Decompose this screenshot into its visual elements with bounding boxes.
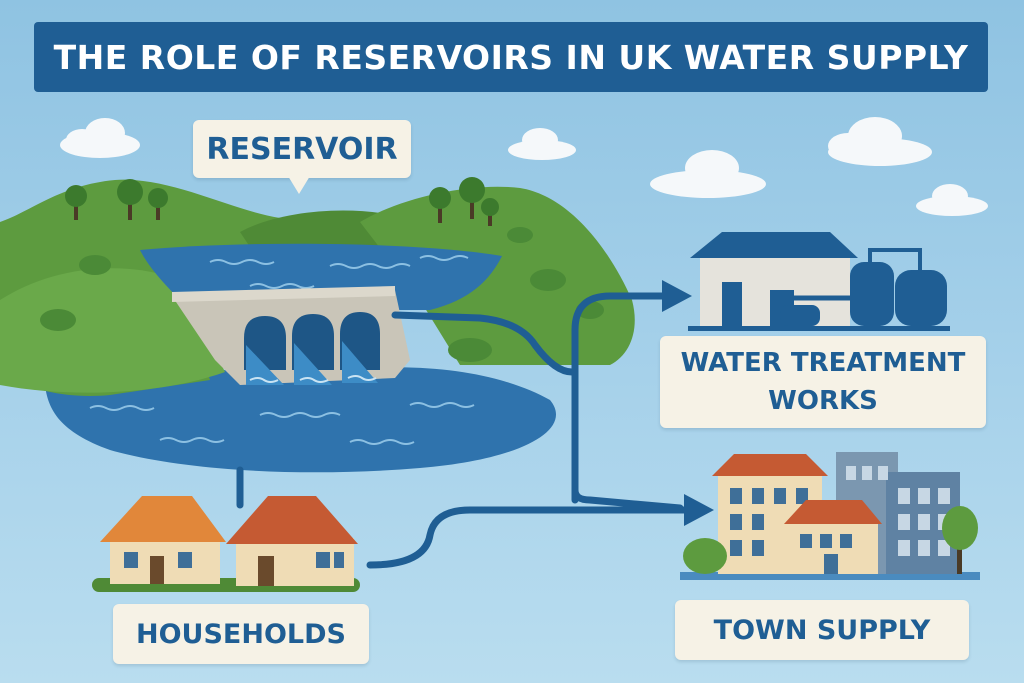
- water-treatment-works-label: WATER TREATMENT WORKS: [660, 336, 986, 428]
- hill-bushes: [40, 227, 604, 362]
- tree-icon: [481, 198, 499, 226]
- dam-icon: [172, 286, 410, 385]
- cloud-icon: [916, 184, 988, 216]
- tree-icon: [459, 177, 485, 219]
- front-hill-left: [0, 268, 225, 393]
- pipe-network: [236, 292, 694, 569]
- house-icon: [226, 496, 358, 586]
- arrow-icon: [662, 280, 692, 312]
- reservoir-label: RESERVOIR: [193, 120, 411, 178]
- town-supply-label: TOWN SUPPLY: [675, 600, 969, 660]
- tree-icon: [117, 179, 143, 220]
- tree-icon: [148, 188, 168, 220]
- basin-waves: [89, 402, 475, 445]
- tree-icon: [429, 187, 451, 223]
- right-hills: [360, 186, 635, 365]
- cloud-icon: [508, 128, 576, 160]
- reservoir-label-pointer: [288, 176, 310, 194]
- treatment-plant-icon: [688, 232, 950, 331]
- households-label: HOUSEHOLDS: [113, 604, 369, 664]
- house-icon: [92, 496, 360, 592]
- cloud-icon: [650, 150, 766, 198]
- tree-icon: [65, 185, 87, 220]
- reservoir-waves: [209, 255, 469, 289]
- title-banner: THE ROLE OF RESERVOIRS IN UK WATER SUPPL…: [34, 22, 988, 92]
- arrow-icon: [684, 494, 714, 526]
- town-buildings-icon: [680, 452, 980, 580]
- cloud-icon: [828, 117, 932, 166]
- page-title: THE ROLE OF RESERVOIRS IN UK WATER SUPPL…: [53, 37, 969, 77]
- cloud-icon: [60, 118, 140, 158]
